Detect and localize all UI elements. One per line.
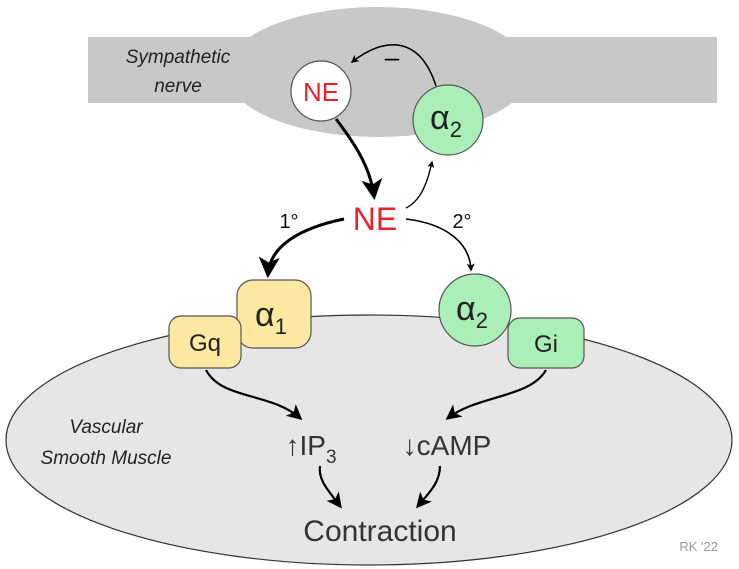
secondary-pathway-label: 2° xyxy=(452,211,471,233)
gq-to-ip3-arrow xyxy=(205,369,303,421)
gq-protein xyxy=(168,315,242,369)
gi-to-camp-arrow xyxy=(445,369,547,420)
primary-pathway-label: 1° xyxy=(279,211,298,233)
presynaptic-alpha2-label: α2 xyxy=(430,99,462,142)
alpha2-label: α2 xyxy=(456,290,488,333)
released-ne-label: NE xyxy=(353,201,397,237)
feedback-sign: – xyxy=(385,42,400,72)
nerve-label-line1: Sympathetic xyxy=(126,47,231,68)
smooth-muscle-cell xyxy=(5,314,733,566)
alpha2-receptor xyxy=(438,273,512,347)
release-arrow xyxy=(334,118,383,201)
alpha1-receptor xyxy=(236,279,312,349)
contraction-label: Contraction xyxy=(303,515,456,548)
autoreceptor-arrow xyxy=(405,160,435,209)
camp-label: ↓cAMP xyxy=(403,430,492,461)
muscle-label-line1: Vascular xyxy=(69,417,143,438)
nerve-label-line2: nerve xyxy=(154,76,202,97)
muscle-label-line2: Smooth Muscle xyxy=(41,448,172,469)
gi-protein xyxy=(507,317,585,369)
gq-label: Gq xyxy=(189,330,221,357)
negative-feedback-arrow xyxy=(350,43,437,87)
secondary-pathway-arrow xyxy=(405,218,475,272)
presynaptic-alpha2-receptor xyxy=(412,84,484,156)
credit-label: RK '22 xyxy=(679,539,718,554)
ne-vesicle xyxy=(290,60,352,122)
ip3-to-contraction-arrow xyxy=(318,465,342,509)
primary-pathway-arrow xyxy=(258,217,345,279)
sympathetic-nerve xyxy=(88,7,717,137)
alpha1-label: α1 xyxy=(255,296,287,339)
gi-label: Gi xyxy=(534,331,558,358)
camp-to-contraction-arrow xyxy=(415,465,442,509)
ne-vesicle-label: NE xyxy=(303,77,339,107)
ip3-label: ↑IP3 xyxy=(285,430,336,468)
